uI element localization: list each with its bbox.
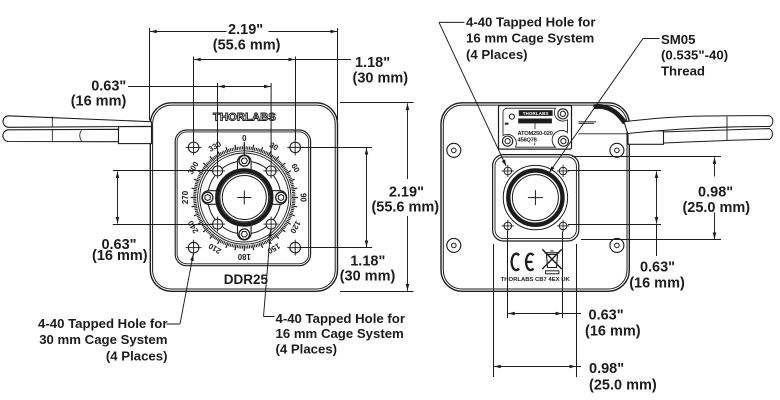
svg-text:THORLABS CB7 4EX UK: THORLABS CB7 4EX UK (501, 277, 571, 283)
svg-text:(16 mm): (16 mm) (585, 324, 641, 340)
svg-text:(4 Places): (4 Places) (466, 47, 528, 62)
svg-text:1.18": 1.18" (350, 253, 385, 269)
svg-text:(55.6 mm): (55.6 mm) (371, 200, 439, 216)
svg-text:(4 Places): (4 Places) (106, 348, 168, 363)
svg-text:4-40 Tapped Hole for: 4-40 Tapped Hole for (466, 14, 595, 29)
svg-text:0.98": 0.98" (589, 361, 624, 377)
svg-text:(25.0 mm): (25.0 mm) (682, 200, 750, 216)
svg-text:ATOM250-020: ATOM250-020 (518, 131, 553, 137)
svg-text:456Q78: 456Q78 (518, 137, 538, 143)
svg-text:(16 mm): (16 mm) (629, 275, 685, 291)
svg-text:30 mm Cage System: 30 mm Cage System (39, 332, 167, 347)
svg-text:16 mm Cage System: 16 mm Cage System (466, 31, 594, 46)
svg-text:0.63": 0.63" (640, 260, 675, 276)
svg-text:THORLABS: THORLABS (523, 111, 549, 116)
svg-text:(16 mm): (16 mm) (92, 248, 148, 264)
svg-text:0.98": 0.98" (698, 185, 733, 201)
svg-text:(16 mm): (16 mm) (71, 94, 127, 110)
svg-text:(0.535"-40): (0.535"-40) (661, 48, 728, 63)
svg-text:0.63": 0.63" (589, 308, 624, 324)
svg-text:2.19": 2.19" (389, 184, 424, 200)
svg-text:0.63": 0.63" (91, 78, 126, 94)
svg-text:1.18": 1.18" (355, 55, 390, 71)
svg-text:(4 Places): (4 Places) (276, 342, 338, 357)
svg-text:(30 mm): (30 mm) (353, 71, 409, 87)
svg-text:4-40 Tapped Hole for: 4-40 Tapped Hole for (38, 316, 167, 331)
svg-text:0: 0 (242, 134, 247, 143)
svg-text:270: 270 (181, 190, 190, 204)
svg-text:(25.0 mm): (25.0 mm) (589, 377, 657, 393)
svg-text:180: 180 (237, 252, 251, 261)
svg-text:90: 90 (299, 193, 308, 202)
svg-text:(55.6 mm): (55.6 mm) (213, 38, 281, 54)
svg-text:SM05: SM05 (661, 32, 695, 47)
svg-text:4-40 Tapped Hole for: 4-40 Tapped Hole for (276, 311, 405, 326)
svg-text:THORLABS: THORLABS (213, 112, 276, 124)
svg-text:Thread: Thread (661, 63, 705, 78)
svg-text:0.63": 0.63" (101, 237, 136, 253)
svg-text:16 mm Cage System: 16 mm Cage System (276, 326, 404, 341)
svg-text:2.19": 2.19" (228, 22, 263, 38)
svg-text:DDR25: DDR25 (224, 272, 269, 287)
svg-text:(30 mm): (30 mm) (340, 269, 396, 285)
